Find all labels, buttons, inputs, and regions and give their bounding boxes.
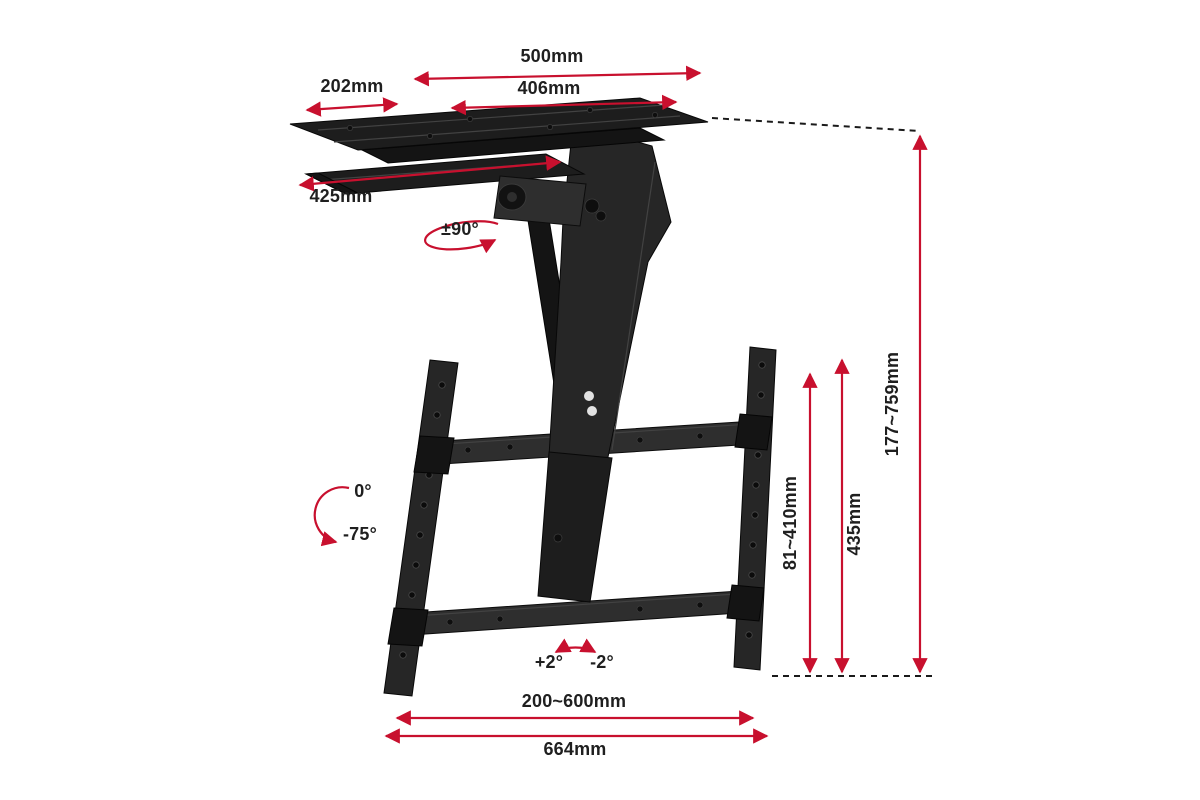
level-minus-label: -2° — [590, 652, 614, 672]
tv-bracket-left-rail — [383, 359, 459, 697]
dim-label-177-759: 177~759mm — [882, 352, 902, 456]
dim-vesa-width-200-600: 200~600mm — [395, 691, 755, 726]
dim-top-width-406: 406mm — [450, 78, 678, 116]
level-annotation: +2° -2° — [535, 638, 614, 672]
dim-bracket-height-435: 435mm — [834, 358, 864, 674]
tilt-min-label: -75° — [343, 524, 377, 544]
arm-lower-plate — [537, 451, 613, 603]
dim-rail-425: 425mm — [298, 155, 562, 206]
left-upper-clamp — [413, 435, 455, 475]
dim-vesa-height-81-410: 81~410mm — [780, 372, 818, 674]
dim-depth-202: 202mm — [305, 76, 399, 117]
dim-label-200-600: 200~600mm — [522, 691, 626, 711]
dim-bracket-width-664: 664mm — [384, 728, 769, 759]
swivel-label: ±90° — [441, 219, 479, 239]
dim-label-425: 425mm — [309, 186, 372, 206]
logo-dot — [584, 391, 594, 401]
dim-label-435: 435mm — [844, 492, 864, 555]
dim-label-500: 500mm — [520, 46, 583, 66]
dim-label-81-410: 81~410mm — [780, 476, 800, 570]
dim-top-width-500: 500mm — [413, 46, 702, 87]
logo-dot — [587, 406, 597, 416]
tilt-annotation: 0° -75° — [313, 481, 377, 547]
dim-label-202: 202mm — [320, 76, 383, 96]
tv-bracket-right-rail — [726, 346, 777, 671]
dim-label-664: 664mm — [543, 739, 606, 759]
dim-label-406: 406mm — [517, 78, 580, 98]
dim-height-177-759: 177~759mm — [711, 117, 933, 677]
tilt-max-label: 0° — [354, 481, 372, 501]
swivel-annotation: ±90° — [424, 219, 499, 254]
right-lower-clamp — [726, 584, 765, 622]
extension-line-top — [711, 117, 920, 132]
level-plus-label: +2° — [535, 652, 563, 672]
left-lower-clamp — [387, 607, 429, 647]
right-upper-clamp — [734, 413, 773, 451]
